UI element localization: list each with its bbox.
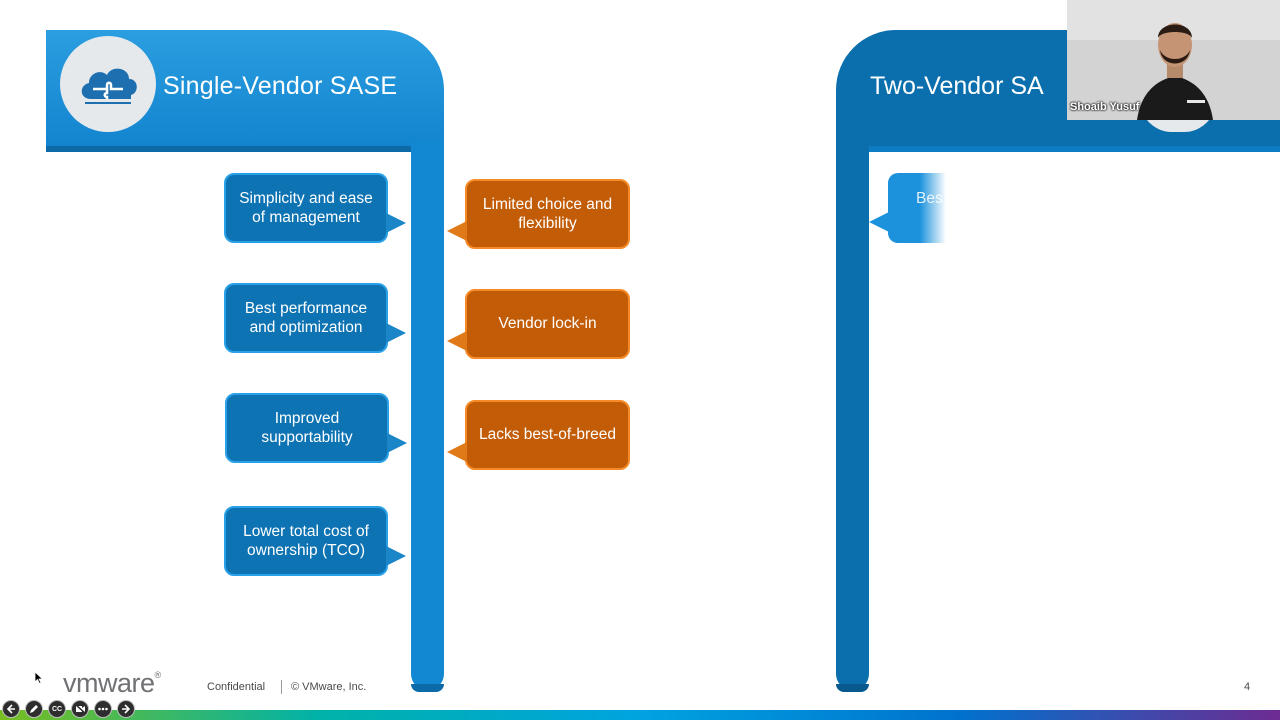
forward-icon[interactable] — [117, 700, 135, 718]
participant-video[interactable]: Shoaib Yusuf — [1067, 0, 1280, 120]
camera-off-icon[interactable] — [71, 700, 89, 718]
player-controls: CC — [2, 700, 135, 718]
right-pro-item-text: Bes — [916, 190, 943, 207]
back-icon[interactable] — [2, 700, 20, 718]
captions-label: CC — [51, 705, 63, 713]
pro-item: Lower total cost of ownership (TCO) — [224, 506, 406, 576]
con-item: Lacks best-of-breed — [447, 400, 630, 470]
copyright-text: © VMware, Inc. — [291, 681, 367, 693]
right-pro-item-partial: Bes — [888, 173, 946, 243]
logo-text: vmware — [63, 668, 155, 698]
right-box-pointer — [869, 212, 889, 232]
con-item: Limited choice and flexibility — [447, 179, 630, 249]
confidential-label: Confidential — [207, 681, 266, 693]
left-column-title: Single-Vendor SASE — [163, 72, 398, 100]
pen-icon[interactable] — [25, 700, 43, 718]
cloud-puzzle-icon — [60, 36, 156, 132]
right-column-title: Two-Vendor SA — [870, 72, 1044, 100]
more-icon[interactable] — [94, 700, 112, 718]
participant-name: Shoaib Yusuf — [1070, 101, 1140, 113]
pro-item: Improved supportability — [225, 393, 407, 463]
brand-color-strip — [0, 710, 1280, 720]
single-vendor-banner: Single-Vendor SASE — [46, 30, 444, 146]
footer-divider — [281, 680, 282, 694]
participant-figure — [1067, 0, 1280, 120]
pro-item: Best performance and optimization — [224, 283, 406, 353]
captions-icon[interactable]: CC — [48, 700, 66, 718]
right-column-stem — [836, 140, 869, 692]
page-number: 4 — [1244, 681, 1251, 693]
left-column-stem — [411, 140, 444, 692]
logo-registered-mark: ® — [154, 670, 162, 680]
vmware-logo: vmware® — [63, 668, 161, 699]
con-item: Vendor lock-in — [447, 289, 630, 359]
mouse-cursor-icon — [35, 672, 43, 684]
pro-item: Simplicity and ease of management — [224, 173, 406, 243]
